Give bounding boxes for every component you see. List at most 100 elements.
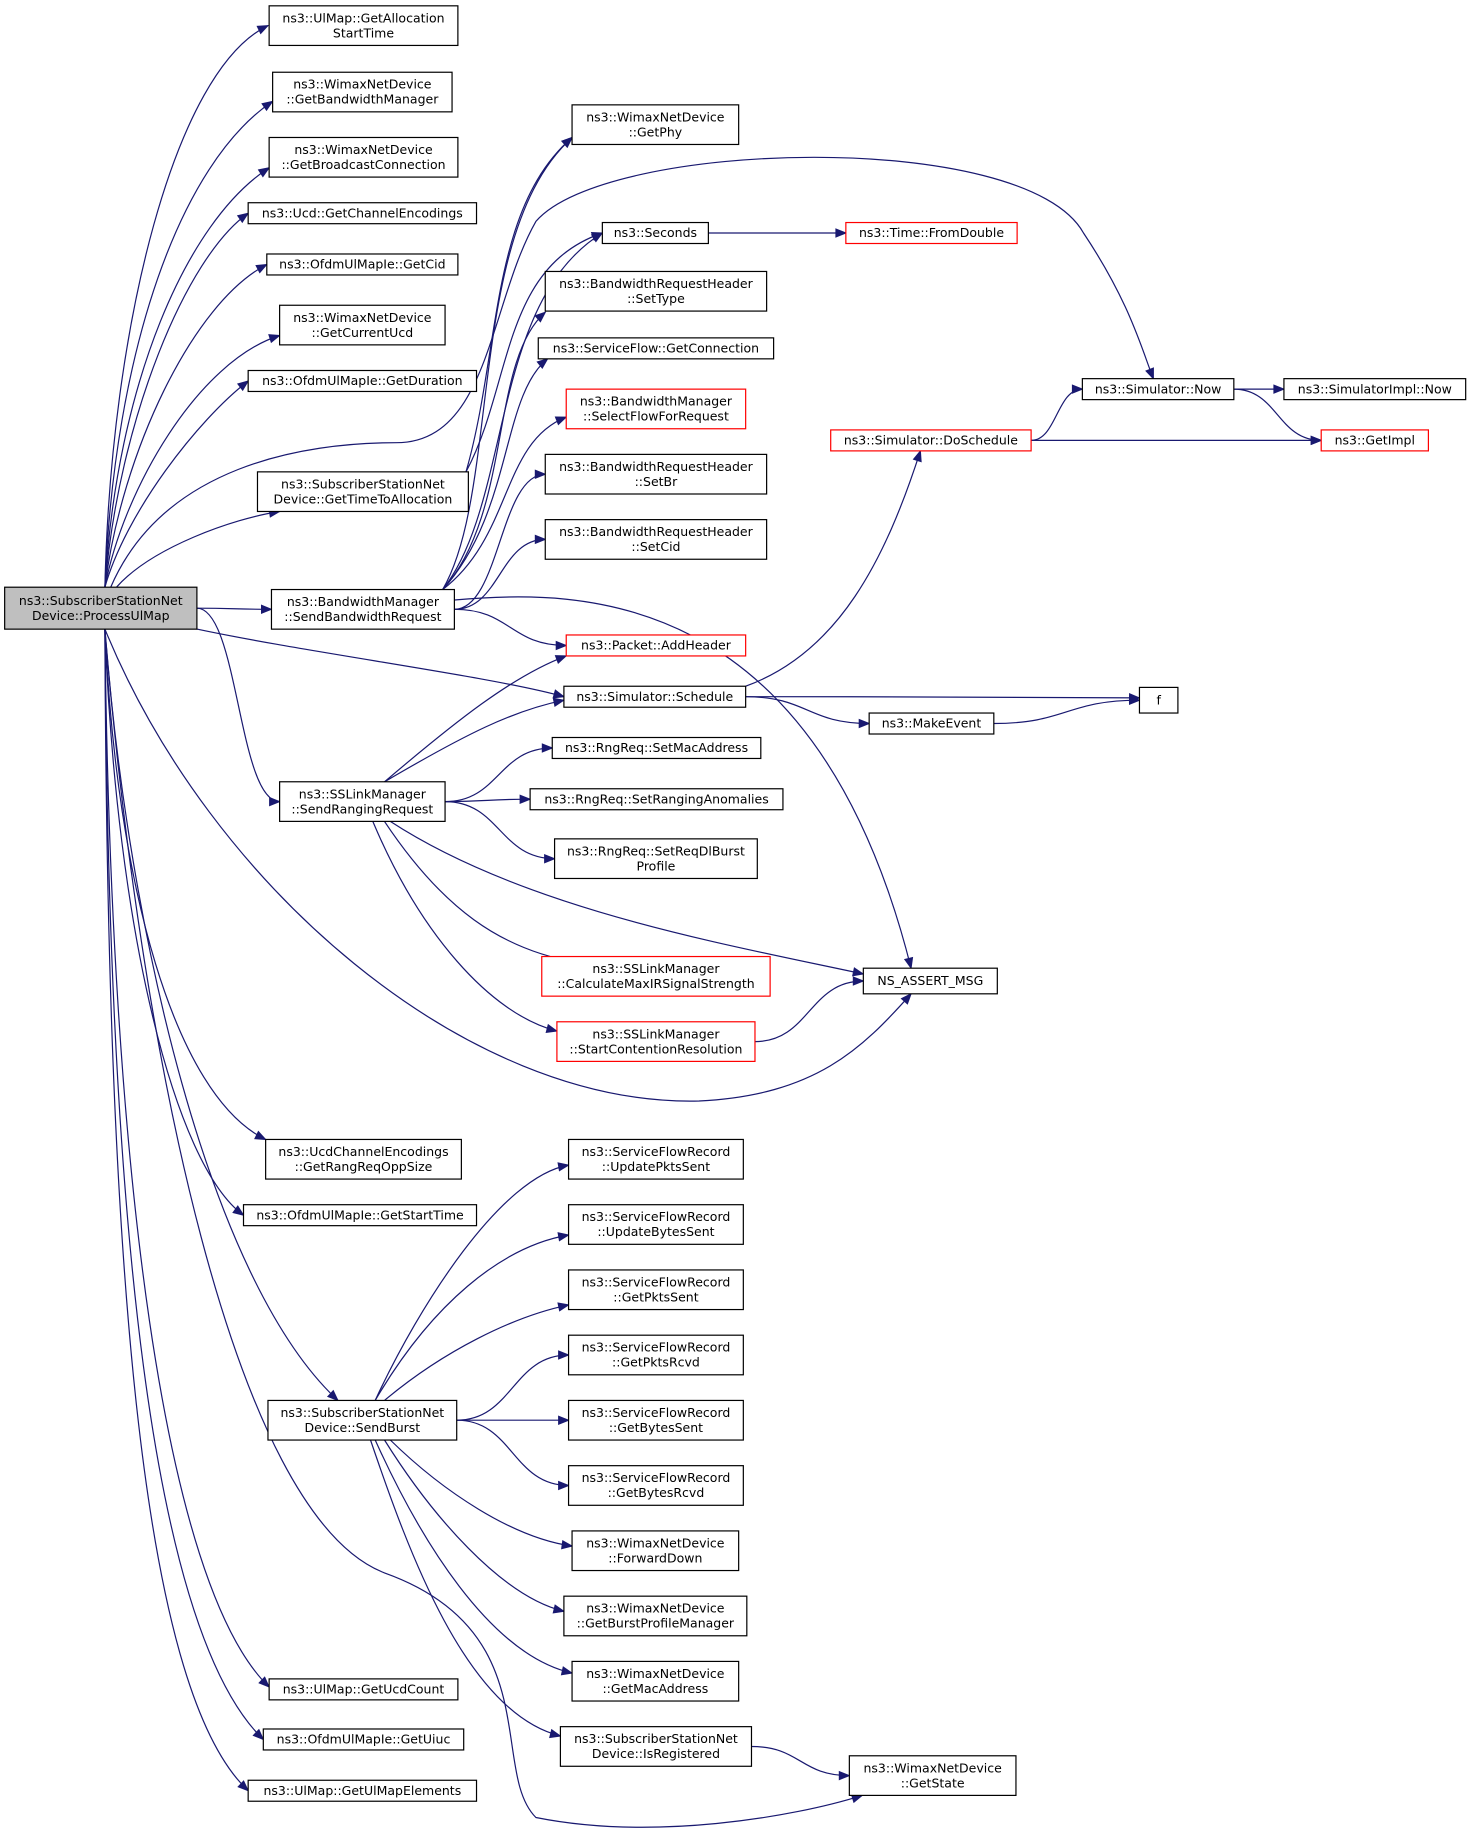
node-doSchedule[interactable]: ns3::Simulator::DoSchedule bbox=[830, 429, 1032, 452]
node-getBwMgr[interactable]: ns3::WimaxNetDevice::GetBandwidthManager bbox=[272, 71, 453, 113]
node-getTimeToAlloc[interactable]: ns3::SubscriberStationNetDevice::GetTime… bbox=[256, 471, 469, 513]
node-schedule[interactable]: ns3::Simulator::Schedule bbox=[563, 685, 747, 708]
arrowhead bbox=[554, 655, 568, 664]
node-addHeader[interactable]: ns3::Packet::AddHeader bbox=[565, 634, 747, 657]
node-box bbox=[268, 1678, 459, 1701]
arrowhead bbox=[1273, 384, 1286, 394]
edge-now-to-getImpl bbox=[1233, 388, 1322, 441]
node-label: ns3::WimaxNetDevice bbox=[293, 77, 432, 92]
arrowhead bbox=[558, 1415, 570, 1425]
node-fromDouble[interactable]: ns3::Time::FromDouble bbox=[845, 221, 1018, 245]
node-setCid[interactable]: ns3::BandwidthRequestHeader::SetCid bbox=[544, 519, 768, 560]
node-updPktsSent[interactable]: ns3::ServiceFlowRecord::UpdatePktsSent bbox=[567, 1138, 744, 1180]
edge-doSchedule-to-now bbox=[1031, 388, 1083, 441]
node-startCont[interactable]: ns3::SSLinkManager::StartContentionResol… bbox=[556, 1021, 756, 1062]
node-setMac[interactable]: ns3::RngReq::SetMacAddress bbox=[551, 736, 762, 760]
edge-sendBurst-to-isRegistered bbox=[369, 1439, 561, 1737]
node-getBcastConn[interactable]: ns3::WimaxNetDevice::GetBroadcastConnect… bbox=[268, 136, 459, 178]
node-setType[interactable]: ns3::BandwidthRequestHeader::SetType bbox=[544, 270, 768, 312]
node-label: StartTime bbox=[333, 25, 394, 40]
node-updBytesSent[interactable]: ns3::ServiceFlowRecord::UpdateBytesSent bbox=[567, 1204, 744, 1245]
node-now[interactable]: ns3::Simulator::Now bbox=[1081, 378, 1235, 401]
arrowhead bbox=[236, 212, 250, 224]
edge-sendBurst-to-getPktsRcvd bbox=[456, 1354, 569, 1421]
node-label: f bbox=[1156, 692, 1161, 707]
arrowhead bbox=[552, 1604, 566, 1614]
node-label: ns3::ServiceFlow::GetConnection bbox=[553, 341, 759, 356]
node-getPhy[interactable]: ns3::WimaxNetDevice::GetPhy bbox=[571, 104, 740, 146]
arrowhead bbox=[268, 334, 281, 344]
node-getBurstProf[interactable]: ns3::WimaxNetDevice::GetBurstProfileMana… bbox=[563, 1595, 748, 1637]
node-box bbox=[567, 1138, 744, 1180]
node-box bbox=[242, 1204, 478, 1227]
node-getChEnc[interactable]: ns3::Ucd::GetChannelEncodings bbox=[247, 202, 478, 225]
node-getUiuc[interactable]: ns3::OfdmUlMapIe::GetUiuc bbox=[262, 1728, 465, 1751]
node-assert[interactable]: NS_ASSERT_MSG bbox=[862, 967, 998, 995]
node-setBr[interactable]: ns3::BandwidthRequestHeader::SetBr bbox=[544, 453, 768, 495]
node-box bbox=[571, 104, 740, 146]
node-getImpl[interactable]: ns3::GetImpl bbox=[1320, 429, 1429, 452]
node-getPktsRcvd[interactable]: ns3::ServiceFlowRecord::GetPktsRcvd bbox=[567, 1334, 744, 1376]
node-label: ns3::SubscriberStationNet bbox=[574, 1731, 738, 1746]
node-makeEvent[interactable]: ns3::MakeEvent bbox=[868, 712, 995, 735]
arrowhead bbox=[852, 967, 865, 977]
node-sendBwReq[interactable]: ns3::BandwidthManager::SendBandwidthRequ… bbox=[270, 588, 455, 630]
node-isRegistered[interactable]: ns3::SubscriberStationNetDevice::IsRegis… bbox=[559, 1726, 753, 1767]
node-label: ns3::RngReq::SetReqDlBurst bbox=[567, 843, 745, 858]
node-getMacAddr[interactable]: ns3::WimaxNetDevice::GetMacAddress bbox=[571, 1660, 740, 1702]
node-getUlMapEl[interactable]: ns3::UlMap::GetUlMapElements bbox=[247, 1779, 478, 1802]
node-label: ::StartContentionResolution bbox=[569, 1041, 742, 1056]
edge-getTimeToAlloc-to-getPhy bbox=[465, 137, 573, 473]
arrowhead bbox=[1310, 435, 1323, 446]
node-label: ns3::Seconds bbox=[614, 225, 697, 240]
node-getCurUcd[interactable]: ns3::WimaxNetDevice::GetCurrentUcd bbox=[279, 304, 446, 346]
node-box bbox=[4, 586, 198, 630]
node-box bbox=[601, 221, 709, 245]
node-sendBurst[interactable]: ns3::SubscriberStationNetDevice::SendBur… bbox=[267, 1399, 458, 1441]
node-getPktsSent[interactable]: ns3::ServiceFlowRecord::GetPktsSent bbox=[567, 1269, 744, 1311]
node-box bbox=[848, 1755, 1017, 1796]
node-box bbox=[1081, 378, 1235, 401]
node-root[interactable]: ns3::SubscriberStationNetDevice::Process… bbox=[4, 586, 198, 630]
node-seconds[interactable]: ns3::Seconds bbox=[601, 221, 709, 245]
edge-sendBwReq-to-setType bbox=[442, 311, 546, 590]
edge-sendRanging-to-calcMax bbox=[384, 821, 577, 963]
node-sendRanging[interactable]: ns3::SSLinkManager::SendRangingRequest bbox=[279, 781, 446, 822]
node-getUcdCount[interactable]: ns3::UlMap::GetUcdCount bbox=[268, 1678, 459, 1701]
arrowhead bbox=[261, 604, 273, 615]
node-selectFlow[interactable]: ns3::BandwidthManager::SelectFlowForRequ… bbox=[565, 388, 747, 430]
node-label: Device::GetTimeToAllocation bbox=[274, 491, 453, 506]
node-label: ::GetPktsRcvd bbox=[612, 1355, 700, 1370]
arrowhead bbox=[536, 357, 549, 370]
node-label: ::GetBroadcastConnection bbox=[281, 157, 445, 172]
node-label: ns3::Packet::AddHeader bbox=[581, 638, 732, 653]
node-calcMax[interactable]: ns3::SSLinkManager::CalculateMaxIRSignal… bbox=[541, 955, 771, 997]
node-implNow[interactable]: ns3::SimulatorImpl::Now bbox=[1283, 378, 1467, 401]
node-getConn[interactable]: ns3::ServiceFlow::GetConnection bbox=[537, 337, 775, 360]
node-getCid[interactable]: ns3::OfdmUlMapIe::GetCid bbox=[266, 253, 459, 276]
node-label: ns3::ServiceFlowRecord bbox=[582, 1209, 731, 1224]
nodes-layer: ns3::SubscriberStationNetDevice::Process… bbox=[4, 5, 1467, 1802]
node-label: ::GetBandwidthManager bbox=[286, 92, 439, 107]
edge-sendBwReq-to-getConn bbox=[442, 358, 548, 590]
node-getStartTime[interactable]: ns3::OfdmUlMapIe::GetStartTime bbox=[242, 1204, 478, 1227]
arrowhead bbox=[552, 689, 566, 699]
arrowhead bbox=[261, 100, 274, 112]
node-getRangReq[interactable]: ns3::UcdChannelEncodings::GetRangReqOppS… bbox=[265, 1138, 462, 1180]
node-setRangAnom[interactable]: ns3::RngReq::SetRangingAnomalies bbox=[529, 788, 784, 811]
node-label: Device::SendBurst bbox=[304, 1420, 420, 1435]
node-box bbox=[567, 1204, 744, 1245]
node-getState[interactable]: ns3::WimaxNetDevice::GetState bbox=[848, 1755, 1017, 1796]
node-fwdDown[interactable]: ns3::WimaxNetDevice::ForwardDown bbox=[571, 1530, 740, 1572]
node-label: ::GetCurrentUcd bbox=[312, 325, 414, 340]
arrowhead bbox=[560, 1666, 574, 1676]
edge-schedule-to-f bbox=[745, 696, 1140, 699]
node-label: ns3::WimaxNetDevice bbox=[294, 142, 433, 157]
arrowhead bbox=[258, 1676, 271, 1688]
node-getDuration[interactable]: ns3::OfdmUlMapIe::GetDuration bbox=[247, 369, 478, 393]
node-getBytesSent[interactable]: ns3::ServiceFlowRecord::GetBytesSent bbox=[567, 1399, 744, 1441]
node-getBytesRcvd[interactable]: ns3::ServiceFlowRecord::GetBytesRcvd bbox=[567, 1465, 744, 1506]
node-f[interactable]: f bbox=[1138, 686, 1179, 714]
